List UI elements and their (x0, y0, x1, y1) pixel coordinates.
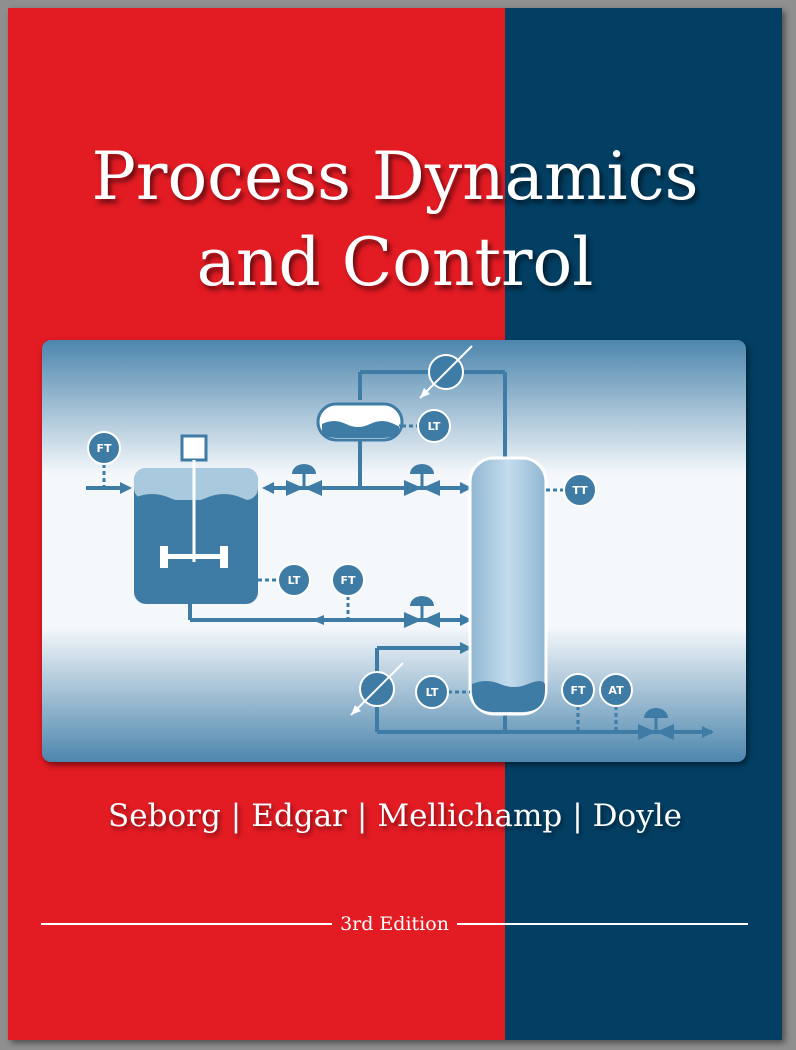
svg-text:LT: LT (428, 420, 441, 433)
lt-drum-instrument: LT (417, 409, 451, 443)
lt-reactor-instrument: LT (277, 563, 311, 597)
edition-row: 3rd Edition (41, 912, 748, 936)
author-name: Seborg (108, 798, 221, 834)
ft-outlet-instrument: FT (331, 563, 365, 597)
stirred-tank-reactor-icon (134, 434, 259, 604)
reflux-drum-icon (316, 402, 404, 442)
control-valve-icon (404, 596, 440, 628)
condenser-icon (419, 345, 473, 399)
process-diagram: FT LT TT LT FT LT (42, 340, 746, 762)
edition-label: 3rd Edition (340, 913, 449, 935)
column-feed-arrow-icon (460, 482, 472, 494)
distillation-column-icon (468, 456, 548, 716)
bottoms-arrow-icon (702, 726, 714, 738)
reactor-arrow-icon (262, 482, 274, 494)
author-name: Doyle (592, 798, 682, 834)
svg-text:LT: LT (288, 574, 301, 587)
at-bottom-instrument: AT (599, 673, 633, 707)
outlet-arrow-icon (460, 614, 472, 626)
svg-text:AT: AT (608, 684, 624, 697)
control-valve-icon (638, 708, 674, 740)
book-title: Process Dynamics and Control (8, 134, 782, 306)
process-flow-svg: FT LT TT LT FT LT (42, 340, 746, 762)
svg-text:TT: TT (572, 484, 588, 497)
author-separator: | (356, 798, 368, 834)
ft-feed-instrument: FT (87, 431, 121, 465)
control-valve-icon (286, 464, 322, 496)
edition-rule-left (41, 923, 333, 925)
svg-text:FT: FT (570, 684, 586, 697)
author-separator: | (230, 798, 242, 834)
svg-text:FT: FT (96, 442, 112, 455)
author-list: Seborg|Edgar|Mellichamp|Doyle (8, 798, 782, 834)
reboiler-arrow-icon (460, 642, 472, 654)
author-name: Mellichamp (377, 798, 563, 834)
lt-column-instrument: LT (415, 675, 449, 709)
title-line-2: and Control (196, 224, 594, 301)
title-line-1: Process Dynamics (91, 138, 699, 215)
author-name: Edgar (251, 798, 347, 834)
tt-column-instrument: TT (563, 473, 597, 507)
book-cover: Process Dynamics and Control (8, 8, 782, 1040)
reboiler-icon (350, 662, 404, 716)
outlet-mid-arrow-icon (312, 615, 324, 625)
edition-rule-right (456, 923, 748, 925)
svg-text:LT: LT (426, 686, 439, 699)
feed-arrow-icon (120, 482, 132, 494)
svg-text:FT: FT (340, 574, 356, 587)
author-separator: | (572, 798, 583, 834)
ft-bottom-instrument: FT (561, 673, 595, 707)
control-valve-icon (404, 464, 440, 496)
